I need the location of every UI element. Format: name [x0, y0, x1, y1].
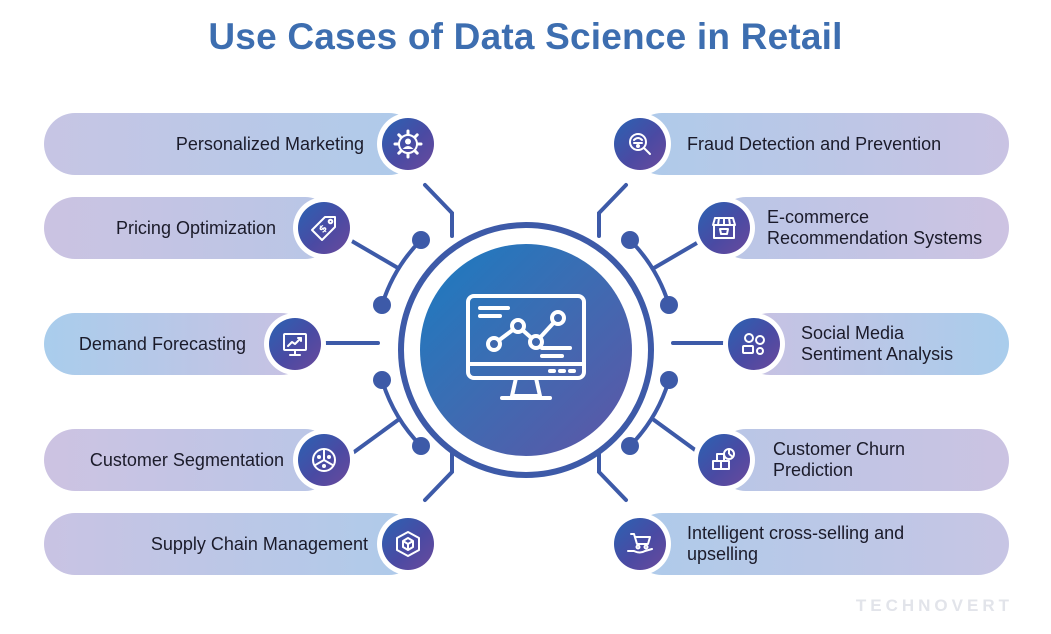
- badge-social-media-sentiment: [723, 313, 785, 375]
- fraud-search-icon: [629, 133, 651, 155]
- storefront-icon: [712, 217, 736, 239]
- hub-circle: [420, 244, 632, 456]
- use-case-customer-segmentation: Customer Segmentation: [44, 429, 336, 491]
- ring-dot: [621, 231, 639, 249]
- page-title: Use Cases of Data Science in Retail: [208, 16, 843, 57]
- use-case-label: Customer Segmentation: [89, 449, 284, 470]
- use-case-label: Customer Churn Prediction: [773, 439, 906, 480]
- use-case-label: Pricing Optimization: [115, 217, 276, 238]
- use-case-label: Personalized Marketing: [175, 133, 364, 154]
- badge-customer-segmentation: [293, 429, 355, 491]
- badge-ecommerce-recommendation: [693, 197, 755, 259]
- use-case-label: Demand Forecasting: [78, 333, 246, 354]
- use-case-label: E-commerce Recommendation Systems: [767, 207, 983, 248]
- use-case-cross-selling: Intelligent cross-selling and upselling: [631, 513, 1009, 575]
- trend-chart-icon: [283, 333, 307, 356]
- badge-fraud-detection: [609, 113, 671, 175]
- badge-customer-churn: [693, 429, 755, 491]
- pie-users-icon: [312, 448, 336, 472]
- user-gear-icon: [393, 129, 423, 159]
- use-case-customer-churn: Customer Churn Prediction: [715, 429, 1009, 491]
- ring-dot: [373, 371, 391, 389]
- badge-personalized-marketing: [377, 113, 439, 175]
- monitor-chart-icon: [466, 294, 586, 400]
- churn-boxes-icon: [712, 448, 735, 470]
- ring-dot: [412, 437, 430, 455]
- use-case-ecommerce-recommendation: E-commerce Recommendation Systems: [715, 197, 1009, 259]
- ring-dot: [621, 437, 639, 455]
- badge-supply-chain-management: [377, 513, 439, 575]
- price-tag-icon: $: [311, 216, 336, 241]
- ring-dot: [660, 371, 678, 389]
- use-case-label: Supply Chain Management: [150, 533, 368, 554]
- badge-cross-selling: [609, 513, 671, 575]
- ring-dot: [373, 296, 391, 314]
- ring-dot: [412, 231, 430, 249]
- use-case-label: Social Media Sentiment Analysis: [801, 323, 954, 364]
- use-case-label: Fraud Detection and Prevention: [687, 133, 942, 154]
- use-case-supply-chain-management: Supply Chain Management: [44, 513, 420, 575]
- social-chat-icon: [742, 333, 765, 355]
- use-case-fraud-detection: Fraud Detection and Prevention: [631, 113, 1009, 175]
- use-case-personalized-marketing: Personalized Marketing: [44, 113, 420, 175]
- brand-watermark: TECHNOVERT: [855, 596, 1013, 615]
- cart-hand-icon: [627, 533, 653, 554]
- use-case-label: Intelligent cross-selling and upselling: [687, 523, 905, 564]
- use-case-pricing-optimization: Pricing Optimization: [44, 197, 336, 259]
- badge-demand-forecasting: [264, 313, 326, 375]
- cube-network-icon: [396, 531, 420, 557]
- ring-dot: [660, 296, 678, 314]
- badge-pricing-optimization: $: [293, 197, 355, 259]
